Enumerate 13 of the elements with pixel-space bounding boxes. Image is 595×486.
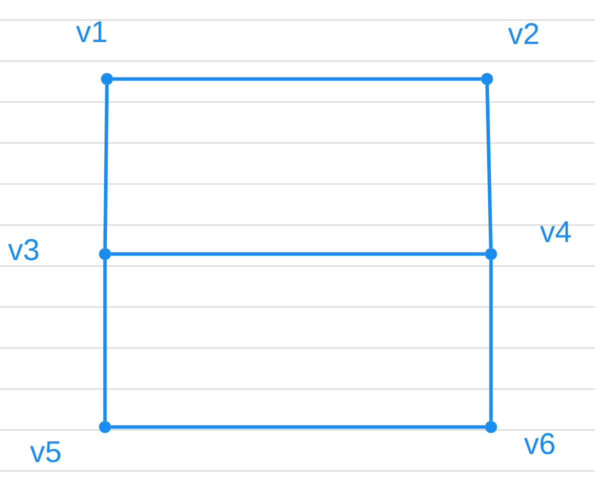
graph-edge [111, 252, 485, 256]
vertex-label: v6 [524, 430, 556, 460]
graph-edge [485, 84, 493, 248]
graph-edge [103, 84, 109, 248]
graph-edge [111, 425, 485, 429]
vertex-label: v4 [540, 218, 572, 248]
vertex-label: v2 [508, 20, 540, 50]
vertex-label: v3 [8, 236, 40, 266]
vertex-label: v1 [76, 18, 108, 48]
graph-edge [103, 260, 107, 421]
graph-edge [489, 260, 493, 421]
graph-edge [113, 77, 481, 81]
vertex-label: v5 [30, 438, 62, 468]
